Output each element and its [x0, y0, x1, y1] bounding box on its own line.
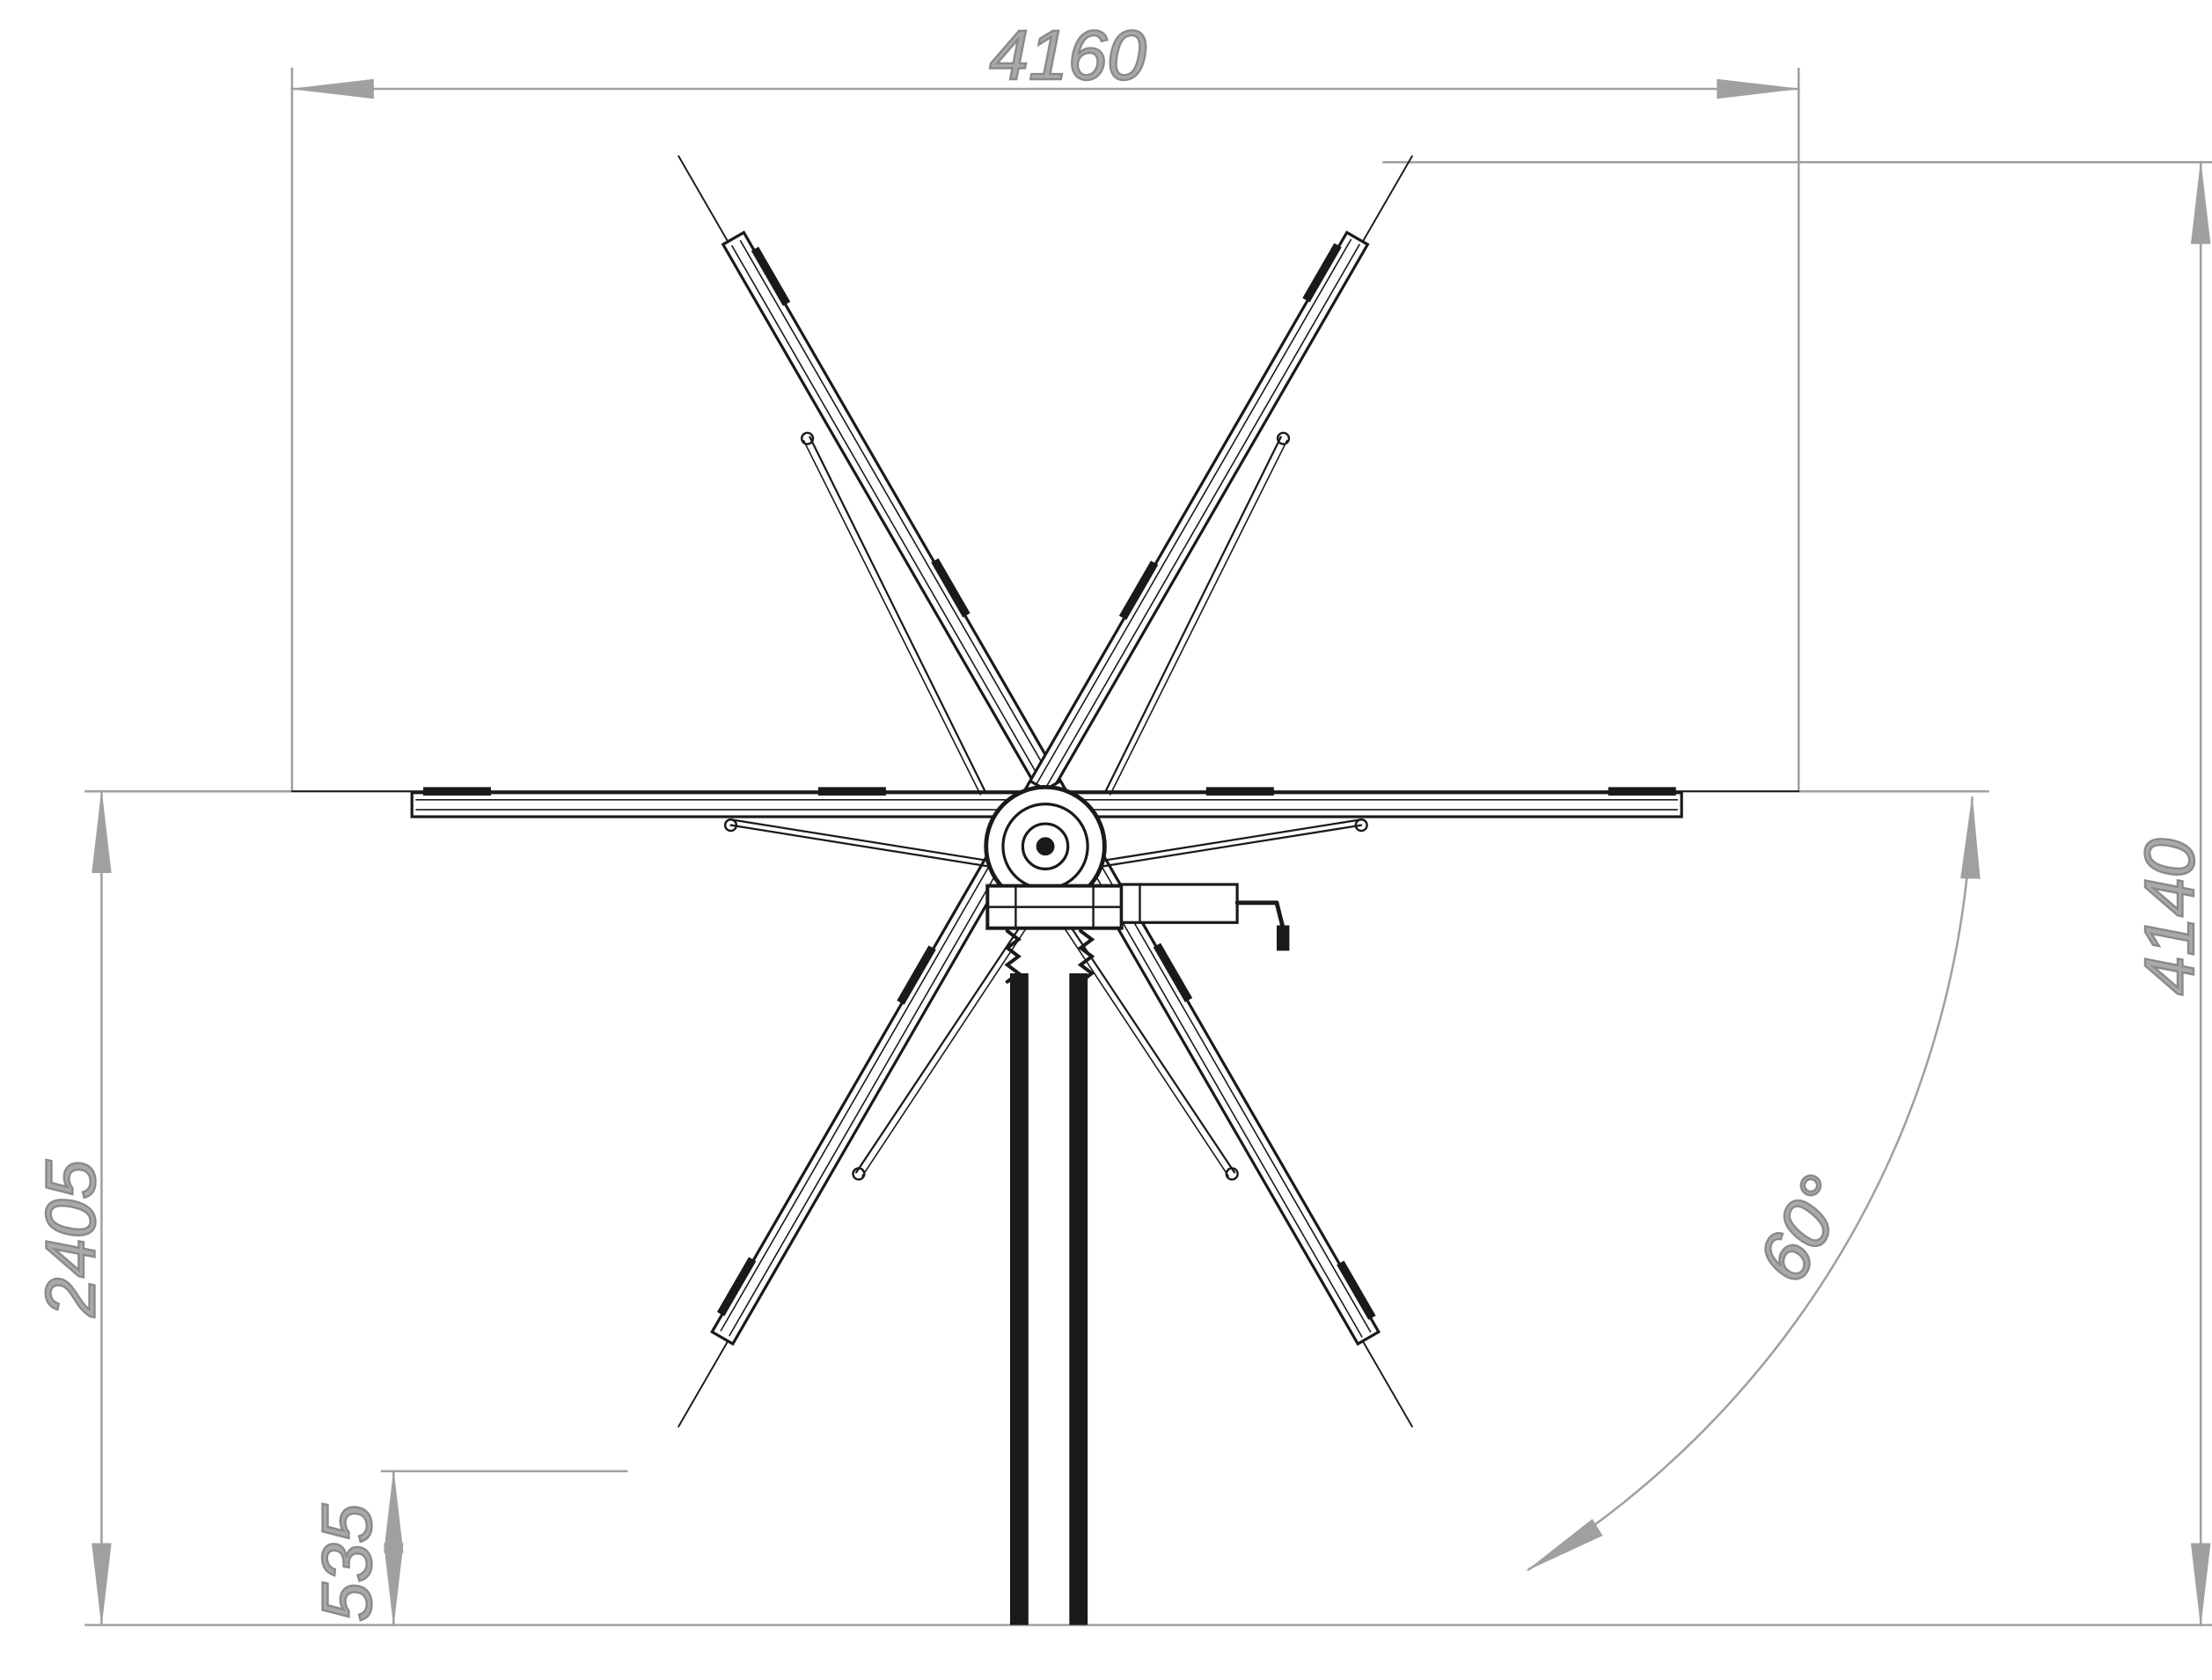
drive-motor	[1120, 883, 1290, 951]
upper-left-panel-arm	[678, 155, 1413, 1427]
tracker-structure	[290, 155, 1800, 1625]
support-posts	[1009, 972, 1088, 1625]
horizontal-arm-braces	[723, 818, 1368, 870]
axis-height-dimension-label: 2405	[30, 1160, 109, 1318]
width-dimension-label: 4160	[990, 15, 1146, 94]
overall-height-dimension-label: 4140	[2129, 839, 2208, 995]
dimension-lines	[84, 67, 2212, 1628]
tilt-angle-label: 60°	[1742, 1163, 1864, 1295]
lower-left-panel-arm	[710, 779, 1081, 1346]
angle-arc	[1525, 794, 1981, 1572]
central-hub	[984, 784, 1124, 930]
clearance-dimension-label: 535	[307, 1504, 386, 1622]
